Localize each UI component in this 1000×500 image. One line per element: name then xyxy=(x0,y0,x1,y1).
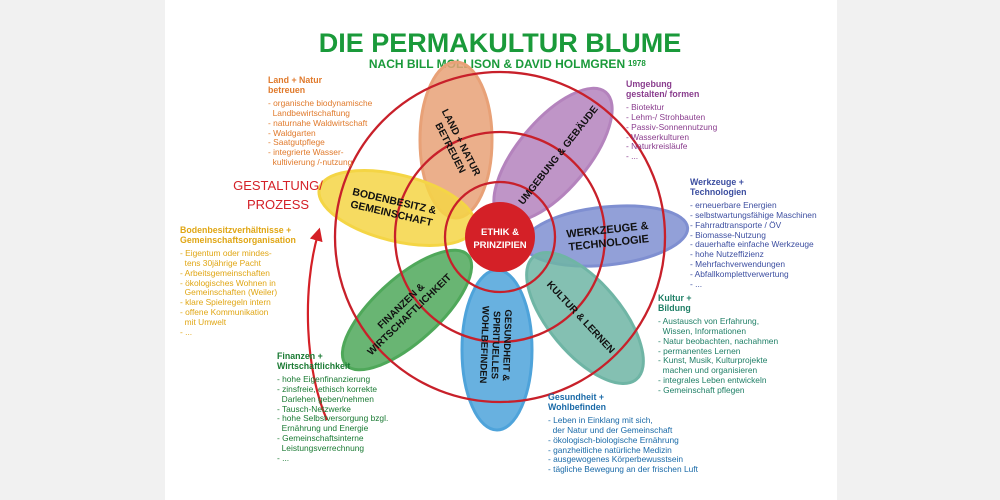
block-list-item: - Gemeinschaft pflegen xyxy=(658,385,745,396)
block-list-item: - Arbeitsgemeinschaften xyxy=(180,267,270,278)
text-block-7: Gesundheit +Wohlbefinden - Leben in Einkl… xyxy=(548,392,733,475)
block-list-item: - organische biodynamische xyxy=(268,97,373,108)
block-list-item: - integrales Leben entwickeln xyxy=(658,375,767,386)
block-list-item: - hohe Nutzeffizienz xyxy=(690,249,764,260)
block-list-item: - ... xyxy=(277,453,290,464)
gestaltung-label-line2: PROZESS xyxy=(247,197,309,212)
block-heading: Gesundheit + xyxy=(548,392,604,402)
block-list-item: - Mehrfachverwendungen xyxy=(690,259,785,270)
block-list-item: Wissen, Informationen xyxy=(658,325,746,336)
block-list-item: - ausgewogenes Körperbewusstsein xyxy=(548,454,684,465)
block-heading: Land + Natur xyxy=(268,75,323,85)
petal-label-line: WOHLBEFINDEN xyxy=(477,306,491,384)
block-list-item: - Biotektur xyxy=(626,101,665,112)
ring-middle xyxy=(393,130,607,344)
center-label-line1: ETHIK & xyxy=(481,227,519,238)
petal-label-line: GESUNDHEIT & xyxy=(500,309,514,381)
block-list-item: mit Umwelt xyxy=(180,317,227,328)
ring-outer xyxy=(333,70,667,404)
block-list-item: - integrierte Wasser- xyxy=(268,147,344,158)
page-title: DIE PERMAKULTUR BLUME xyxy=(319,28,681,58)
block-list-item: Darlehen geben/nehmen xyxy=(277,393,374,404)
text-block-4: Bodenbesitzverhältnisse +Gemeinschaftsor… xyxy=(180,225,315,338)
block-list-item: - Biomasse-Nutzung xyxy=(690,229,766,240)
center-circle xyxy=(465,202,535,272)
block-list-item: - ökologisches Wohnen in xyxy=(180,277,276,288)
gestaltung-label-line1: GESTALTUNG/ xyxy=(233,178,323,193)
block-list-item: - ökologisch-biologische Ernährung xyxy=(548,434,679,445)
petal-6 xyxy=(340,248,474,372)
block-list-item: - Eigentum oder mindes- xyxy=(180,247,272,258)
block-list-item: kultivierung /-nutzung xyxy=(268,157,353,168)
text-block-5: Kultur +Bildung - Austausch von Erfahrung… xyxy=(658,293,798,396)
block-list-item: - Wasserkulturen xyxy=(626,131,689,142)
block-list-item: - Natur beobachten, nachahmen xyxy=(658,335,779,346)
petal-label-5: GESUNDHEIT &SPIRITUELLESWOHLBEFINDEN xyxy=(477,306,513,385)
block-list-item: - Passiv-Sonnennutzung xyxy=(626,121,718,132)
block-list-item: - Lehm-/ Strohbauten xyxy=(626,111,706,122)
block-list-item: Leistungsverrechnung xyxy=(277,443,365,454)
block-list-item: - Gemeinschaftsinterne xyxy=(277,433,364,444)
block-list-item: - tägliche Bewegung an der frischen Luft xyxy=(548,464,698,475)
block-list-item: - zinsfreie, ethisch korrekte xyxy=(277,383,378,394)
block-list-item: - Fahrradtransporte / ÖV xyxy=(690,219,782,230)
ring-inner xyxy=(443,180,557,294)
block-list-item: - erneuerbare Energien xyxy=(690,199,777,210)
block-list-item: - Austausch von Erfahrung, xyxy=(658,315,760,326)
block-list-item: - dauerhafte einfache Werkzeuge xyxy=(690,239,814,250)
block-heading: Bodenbesitzverhältnisse + xyxy=(180,225,292,235)
block-heading: gestalten/ formen xyxy=(626,88,700,99)
block-list-item: - permanentes Lernen xyxy=(658,345,741,356)
block-heading: Umgebung xyxy=(626,79,672,89)
year-label: 1978 xyxy=(628,59,646,68)
text-block-3: Werkzeuge +Technologien - erneuerbare Ene… xyxy=(690,177,835,290)
block-heading: Technologien xyxy=(690,186,747,197)
block-list-item: der Natur und der Gemeinschaft xyxy=(548,424,673,435)
block-list-item: - ... xyxy=(180,327,193,338)
concentric-rings xyxy=(333,70,667,404)
block-list-item: Ernährung und Energie xyxy=(277,423,369,434)
block-list-item: - offene Kommunikation xyxy=(180,307,269,318)
block-heading: Wirtschaftlichkeit xyxy=(277,360,351,371)
block-list-item: - Abfallkomplettverwertung xyxy=(690,269,789,280)
block-list-item: - Naturkreisläufe xyxy=(626,141,688,152)
block-heading: Bildung xyxy=(658,302,691,313)
block-list-item: - Saatgutpflege xyxy=(268,137,325,148)
page-subtitle: NACH BILL MOLLISON & DAVID HOLMGREN xyxy=(369,57,625,71)
block-list-item: Gemeinschaften (Weiler) xyxy=(180,287,278,298)
petal-label-line: SPIRITUELLES xyxy=(488,311,501,379)
block-list-item: Landbewirtschaftung xyxy=(268,107,350,118)
block-list-item: - Kunst, Musik, Kulturprojekte xyxy=(658,355,768,366)
flower-diagram: DIE PERMAKULTUR BLUME NACH BILL MOLLISON… xyxy=(233,28,690,432)
block-list-item: - ganzheitliche natürliche Medizin xyxy=(548,444,672,455)
block-list-item: - selbstwartungsfähige Maschinen xyxy=(690,209,817,220)
block-list-item: - hohe Selbstversorgung bzgl. xyxy=(277,413,389,424)
block-list-item: - naturnahe Waldwirtschaft xyxy=(268,117,368,128)
center-label-line2: PRINZIPIEN xyxy=(473,240,526,251)
block-list-item: - Leben in Einklang mit sich, xyxy=(548,414,653,425)
diagram-canvas: DIE PERMAKULTUR BLUME NACH BILL MOLLISON… xyxy=(165,0,837,500)
gestaltung-arrow xyxy=(306,227,329,421)
text-block-6: Finanzen +Wirtschaftlichkeit - hohe Eigen… xyxy=(277,351,422,464)
block-heading: betreuen xyxy=(268,84,306,95)
block-heading: Kultur + xyxy=(658,293,692,303)
block-heading: Wohlbefinden xyxy=(548,401,606,412)
block-list-item: tens 30jährige Pacht xyxy=(180,257,262,268)
petal-4 xyxy=(525,250,645,386)
block-list-item: - hohe Eigenfinanzierung xyxy=(277,373,371,384)
block-heading: Werkzeuge + xyxy=(690,177,744,187)
block-list-item: - klare Spielregeln intern xyxy=(180,297,271,308)
block-list-item: - Waldgarten xyxy=(268,127,316,138)
block-list-item: - ... xyxy=(690,279,703,290)
block-heading: Gemeinschaftsorganisation xyxy=(180,234,296,245)
block-list-item: - ... xyxy=(626,151,639,162)
block-list-item: machen und organisieren xyxy=(658,365,758,376)
block-list-item: - Tausch-Netzwerke xyxy=(277,403,351,414)
block-heading: Finanzen + xyxy=(277,351,323,361)
